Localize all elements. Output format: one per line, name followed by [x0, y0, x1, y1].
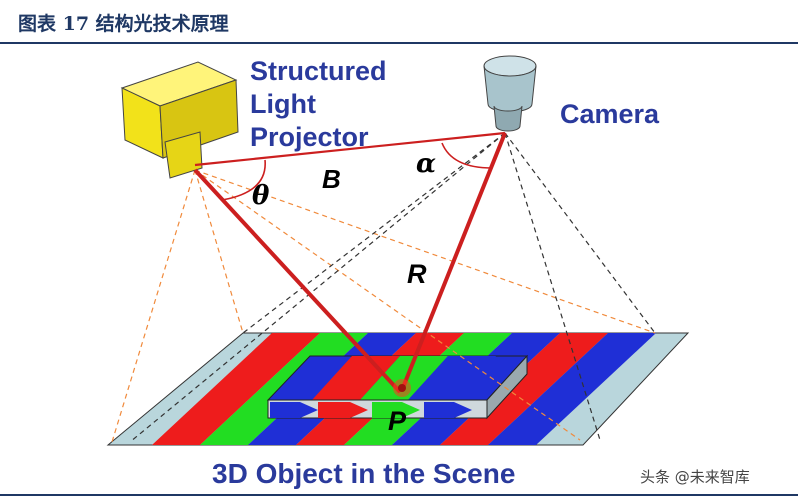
figure-header: 图表 17 结构光技术原理	[0, 0, 798, 44]
theta-symbol: θ	[252, 181, 270, 211]
projector-ray	[193, 168, 402, 394]
point-p-dot	[398, 384, 406, 392]
triangulation-rays	[193, 131, 507, 394]
projector-icon	[120, 61, 239, 179]
chevron-stripe	[424, 402, 472, 418]
object-top-stripe	[408, 356, 496, 400]
projector-lens	[164, 131, 203, 179]
point-symbol: P	[388, 406, 407, 436]
scene-label: 3D Object in the Scene	[212, 458, 515, 489]
projector-frustum-line	[194, 169, 581, 441]
baseline-symbol: B	[322, 164, 341, 194]
camera-lens	[493, 105, 523, 132]
point-p-marker	[393, 379, 411, 397]
camera-label: Camera	[560, 99, 660, 129]
projector-label-line-3: Projector	[250, 122, 369, 152]
bottom-rule	[0, 494, 798, 496]
chevron-stripe	[270, 402, 318, 418]
object-top-stripe	[360, 356, 448, 400]
stripe-blue	[488, 333, 656, 445]
projector-frustum-line	[111, 169, 196, 443]
camera-frustum-line	[504, 132, 656, 334]
projector-label-line-1: Structured	[250, 56, 387, 86]
chevron-stripe	[372, 402, 420, 418]
header-rule	[0, 42, 798, 44]
projector-frustum-line	[194, 169, 244, 334]
frustum-lines	[111, 132, 656, 443]
alpha-symbol: α	[416, 149, 436, 179]
camera-icon	[483, 55, 537, 132]
projector-frustum-line	[194, 169, 656, 334]
object-side	[486, 354, 528, 420]
figure-caption: 图表 17 结构光技术原理	[18, 13, 229, 35]
alpha-arc	[441, 142, 493, 169]
theta-arc	[221, 159, 266, 201]
chevron-stripe	[318, 402, 368, 418]
projector-label-line-2: Light	[250, 89, 316, 119]
watermark: 头条 @未来智库	[640, 468, 750, 486]
camera-ray	[400, 132, 507, 391]
stripe-red	[152, 333, 320, 445]
scene-object	[266, 354, 529, 420]
camera-frustum-line	[242, 132, 506, 334]
baseline-line	[194, 131, 506, 167]
range-symbol: R	[407, 259, 427, 289]
